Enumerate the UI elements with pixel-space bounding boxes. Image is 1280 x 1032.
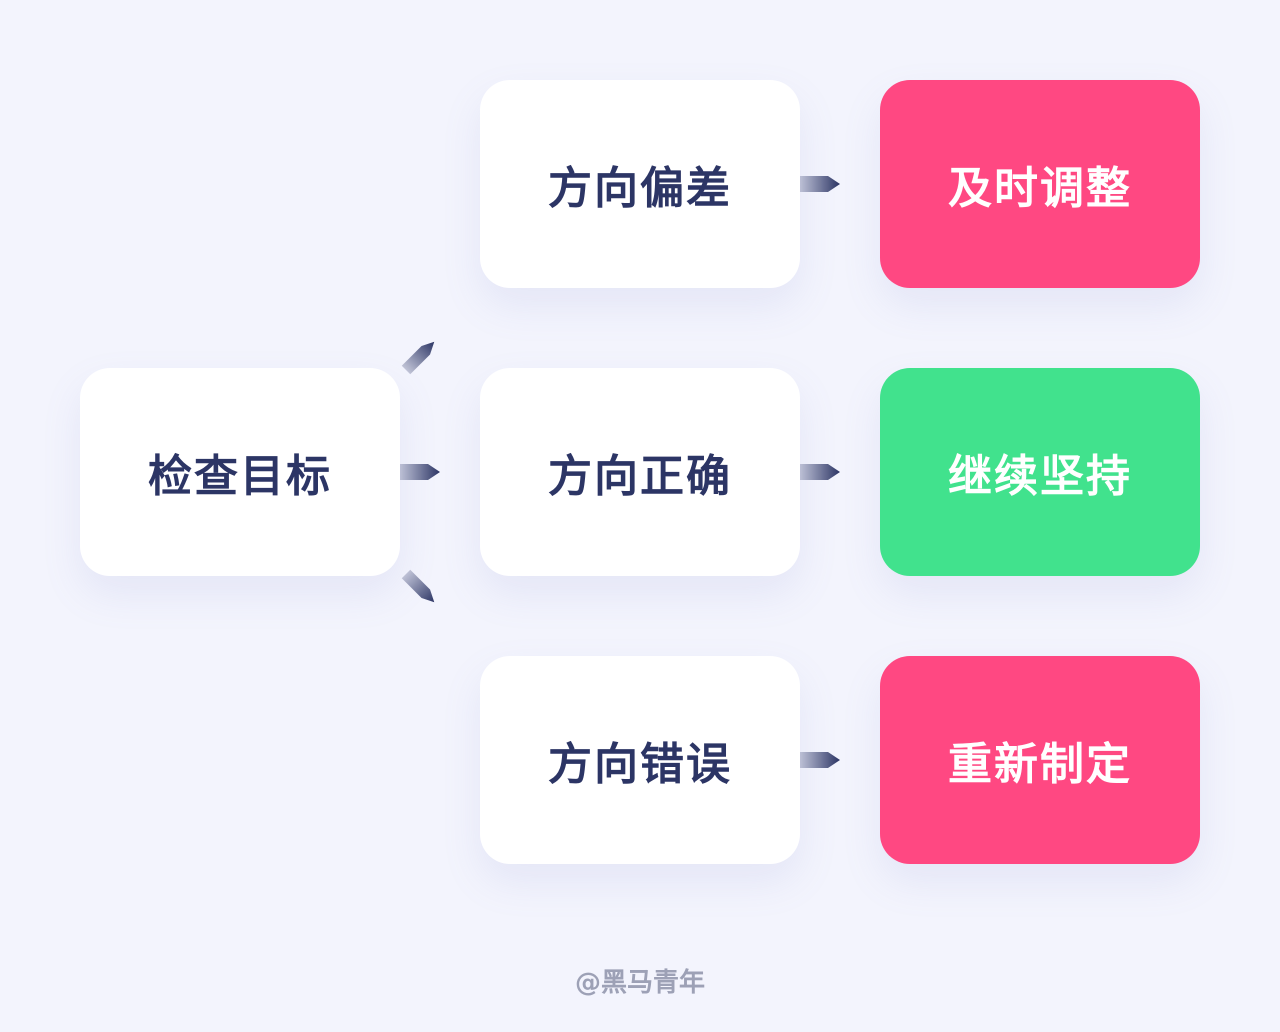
watermark: @黑马青年: [574, 968, 705, 998]
node-check-goal: 检查目标: [80, 368, 400, 576]
arrow-wrong-to-redefine: [800, 752, 840, 768]
arrow-correct-to-persist: [800, 464, 840, 480]
node-redefine: 重新制定: [880, 656, 1200, 864]
node-direction-correct: 方向正确: [480, 368, 800, 576]
arrow-root-to-deviation: [401, 341, 435, 375]
node-keep-going: 继续坚持: [880, 368, 1200, 576]
arrow-root-to-wrong: [401, 569, 435, 603]
node-adjust-timely: 及时调整: [880, 80, 1200, 288]
arrow-deviation-to-adjust: [800, 176, 840, 192]
node-direction-wrong: 方向错误: [480, 656, 800, 864]
node-direction-deviation: 方向偏差: [480, 80, 800, 288]
arrow-root-to-correct: [400, 464, 440, 480]
